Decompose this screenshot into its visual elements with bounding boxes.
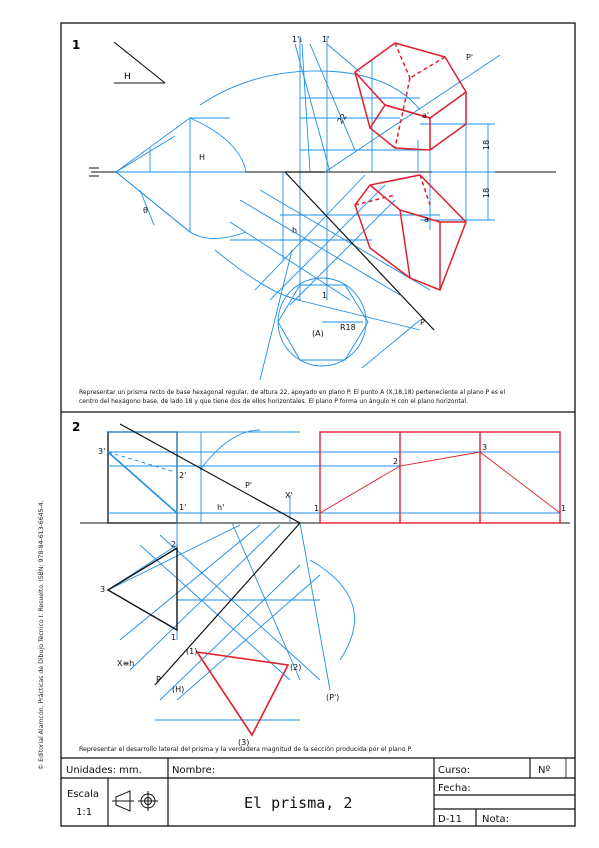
problem-2-labels: 3' 2' 1' h' P' X' 1 2 3 1 2 3 1 X≡h P (1… [98, 443, 566, 747]
label-s3: (3) [238, 738, 249, 747]
sheet-title: El prisma, 2 [244, 794, 352, 812]
label-s1: (1) [186, 647, 197, 656]
name-label: Nombre: [172, 765, 215, 776]
plane-p-trace-2 [119, 423, 301, 686]
label-2-prime: 2' [179, 471, 186, 480]
label-dim-18-top: 18 [482, 140, 491, 150]
label-dev-2: 2 [393, 457, 398, 466]
label-1-prime: 1' [322, 35, 329, 44]
label-1-prime-2: 1' [179, 503, 186, 512]
h-angle-symbol [113, 41, 166, 84]
true-magnitude-section [195, 650, 290, 737]
label-a: a [424, 215, 429, 224]
label-A: (A) [312, 329, 324, 338]
problem-1-labels: 1'₁ 1' P' 22 a' 18 18 a h 1 P (A) R18 H … [143, 35, 491, 338]
label-h: h [292, 226, 297, 235]
problem-1-number: 1 [72, 38, 80, 52]
label-p-prime-2: P' [245, 481, 252, 490]
label-P-paren: (P') [326, 693, 339, 702]
problem-1-statement: Representar un prisma recto de base hexa… [79, 389, 506, 405]
label-h-prime: h' [217, 503, 224, 512]
label-p-prime: P' [466, 53, 473, 62]
label-1: 1 [322, 291, 327, 300]
projection-symbol-icon [112, 790, 158, 812]
side-copyright-text: © Editorial Alamcón. Prácticas de Dibujo… [38, 500, 45, 770]
section-elevation [107, 451, 178, 514]
problem-1: 1 H [72, 35, 556, 405]
construction-lines-1 [115, 36, 501, 381]
statement-1-line-2: centro del hexágono base, de lado 18 y q… [79, 398, 468, 405]
label-1-prime-sub: 1'₁ [292, 35, 303, 44]
construction-lines-2 [107, 429, 560, 721]
label-dev-3: 3 [482, 443, 487, 452]
label-plan-2: 2 [171, 540, 176, 549]
grade-label: Nota: [482, 814, 509, 825]
label-H-paren: (H) [172, 685, 184, 694]
problem-2-number: 2 [72, 420, 80, 434]
label-x-eq-h: X≡h [117, 659, 134, 668]
prism-elevation [107, 431, 178, 524]
scale-value: 1:1 [76, 807, 92, 818]
label-plan-1: 1 [171, 633, 176, 642]
label-theta: θ [143, 206, 148, 215]
label-a-prime: a' [422, 111, 429, 120]
label-p: P [420, 318, 425, 327]
sheet-frame [60, 22, 576, 827]
side-copyright: © Editorial Alamcón. Prácticas de Dibujo… [38, 470, 52, 770]
label-x-prime: X' [285, 491, 293, 500]
date-label: Fecha: [438, 783, 471, 794]
label-H-angle: H [199, 153, 205, 162]
prism-solution-1 [353, 42, 467, 291]
title-block [61, 758, 575, 826]
label-dev-1-left: 1 [314, 504, 319, 513]
statement-2: Representar el desarrollo lateral del pr… [79, 745, 412, 753]
label-dim-18-bottom: 18 [482, 188, 491, 198]
label-dev-1-right: 1 [561, 504, 566, 513]
label-s2: (2) [290, 663, 301, 672]
scale-label: Escala [67, 789, 99, 800]
problem-2: 2 [72, 420, 570, 753]
plane-p-trace-1 [284, 171, 435, 331]
label-plan-3: 3 [100, 585, 105, 594]
sheet-code: D-11 [438, 814, 462, 825]
label-p-2: P [156, 675, 161, 684]
units-label: Unidades: mm. [66, 765, 142, 776]
label-3-prime: 3' [98, 447, 105, 456]
lateral-development [319, 431, 561, 524]
section-plan [106, 546, 178, 632]
title-block-text: Unidades: mm. Nombre: Curso: Nº Escala 1… [66, 765, 550, 825]
label-dim-22: 22 [336, 112, 349, 126]
label-r18: R18 [340, 323, 356, 332]
number-label: Nº [538, 765, 550, 776]
statement-1-line-1: Representar un prisma recto de base hexa… [79, 389, 506, 396]
course-label: Curso: [438, 765, 470, 776]
h-angle-symbol-label: H [124, 72, 131, 82]
